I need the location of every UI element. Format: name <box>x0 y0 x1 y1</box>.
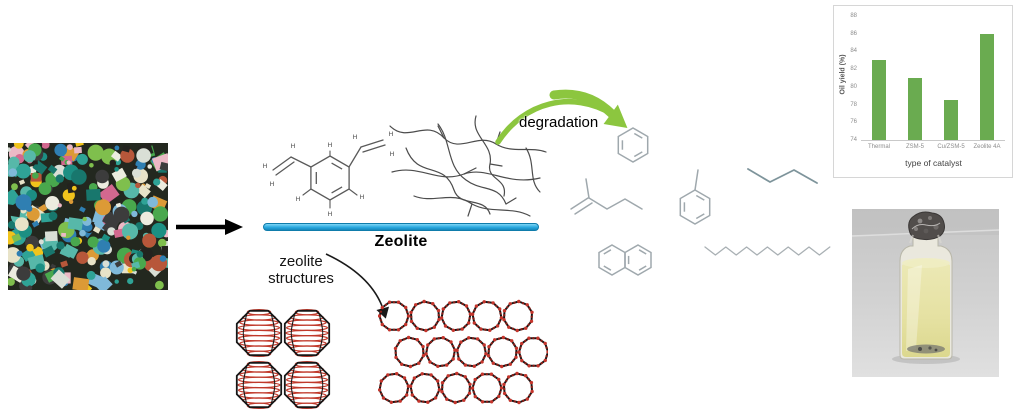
framework-ring <box>517 336 548 368</box>
framework-ring <box>409 299 441 333</box>
framework-ring <box>439 300 473 332</box>
zeolite-catalyst-bar <box>263 223 539 231</box>
y-axis-tick-label: 80 <box>850 83 857 90</box>
plastic-wrap-edges <box>909 234 942 244</box>
framework-ring <box>470 300 504 332</box>
svg-text:H: H <box>291 143 296 150</box>
x-axis-line <box>861 140 1005 141</box>
bar-zeolite-4a <box>980 33 994 140</box>
svg-text:H: H <box>270 181 275 188</box>
svg-text:H: H <box>328 142 333 149</box>
x-axis-category-label: Cu/ZSM-5 <box>937 144 965 150</box>
zeolite-framework-structure <box>378 299 548 405</box>
cage-unit <box>235 361 283 410</box>
bar-zsm-5 <box>908 78 922 140</box>
framework-ring <box>470 372 504 404</box>
zeolite-label: Zeolite <box>374 233 428 250</box>
plastic-waste-photo <box>8 143 168 290</box>
cage-unit <box>235 308 283 358</box>
framework-ring <box>455 336 488 368</box>
framework-ring <box>502 299 534 333</box>
svg-text:H: H <box>328 211 333 218</box>
benzene-molecule <box>617 127 649 163</box>
framework-ring <box>393 335 426 369</box>
alkane-chain-molecule <box>704 246 831 256</box>
svg-text:H: H <box>263 163 268 170</box>
structures-arrow-icon <box>325 253 390 319</box>
chart-x-axis-label: type of catalyst <box>905 158 962 168</box>
framework-ring <box>378 372 411 404</box>
framework-ring <box>440 371 472 405</box>
polymer-tangle <box>389 115 547 217</box>
y-axis-tick-label: 86 <box>850 30 857 37</box>
degradation-arrow-shaft <box>549 89 617 119</box>
framework-ring <box>502 371 534 405</box>
bar-thermal <box>872 60 886 140</box>
bar-cu-zsm-5 <box>944 100 958 140</box>
degradation-label: degradation <box>519 114 599 131</box>
cage-unit <box>283 308 331 358</box>
oil-bottle-photo <box>852 209 999 377</box>
framework-ring <box>424 336 457 368</box>
styrene-unit: H H H H H H H H H H <box>263 131 395 218</box>
cage-unit <box>283 361 331 410</box>
svg-text:H: H <box>389 131 394 138</box>
naphthalene-molecule <box>598 244 652 276</box>
process-arrow-head <box>225 219 243 235</box>
mosaic-tiles <box>8 143 168 290</box>
y-axis-tick-label: 88 <box>850 13 857 19</box>
bottle-foil-cap <box>908 211 945 241</box>
y-axis-tick-label: 78 <box>850 101 857 108</box>
y-axis-tick-label: 82 <box>850 66 857 73</box>
degradation-arrow-icon <box>495 89 628 145</box>
y-axis-tick-label: 76 <box>850 119 857 126</box>
process-arrow-icon <box>176 219 243 235</box>
toluene-molecule <box>679 169 711 225</box>
svg-text:H: H <box>353 134 358 141</box>
zeolite-structures-label-line2: structures <box>268 270 334 287</box>
polymer-structure-drawing: H H H H H H H H H H <box>263 115 547 218</box>
bottle-sediment <box>907 344 945 354</box>
degradation-arrow-head <box>603 104 628 128</box>
bottle-oil <box>902 259 950 357</box>
y-axis-tick-label: 84 <box>850 48 857 55</box>
svg-text:H: H <box>296 196 301 203</box>
x-axis-category-label: Zeolite 4A <box>973 144 1001 150</box>
zeolite-structures-label-line1: zeolite <box>279 253 323 270</box>
y-axis-tick-label: 74 <box>850 137 857 143</box>
glass-highlight <box>906 265 922 351</box>
framework-ring <box>378 300 411 332</box>
zeolite-structures-label: zeolite structures <box>237 253 365 287</box>
svg-text:H: H <box>360 194 365 201</box>
butane-molecule <box>747 168 818 184</box>
methylpentene-molecule <box>570 178 643 215</box>
degradation-products-drawing <box>570 127 831 276</box>
zeolite-cage-structure <box>235 308 331 410</box>
framework-ring <box>486 335 519 369</box>
structures-arrow-head <box>376 306 390 319</box>
x-axis-category-label: ZSM-5 <box>906 144 924 150</box>
structures-arrow-shaft <box>325 253 383 307</box>
svg-text:H: H <box>390 151 395 158</box>
framework-ring <box>408 372 442 404</box>
x-axis-category-label: Thermal <box>867 144 890 150</box>
